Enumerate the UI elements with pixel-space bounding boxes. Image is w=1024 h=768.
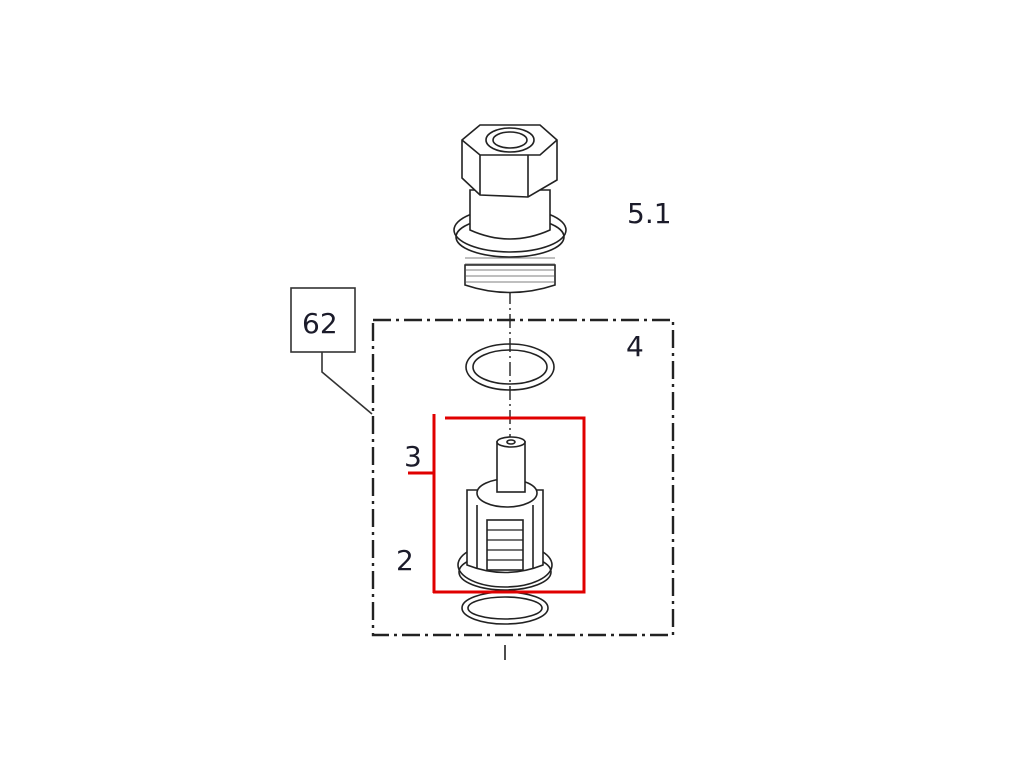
reference-box bbox=[290, 287, 356, 353]
label-assembly-group: 4 bbox=[626, 330, 644, 363]
upper-o-ring bbox=[465, 343, 555, 391]
highlight-box bbox=[408, 414, 586, 594]
label-part-2: 2 bbox=[396, 544, 414, 577]
assembly-group-boundary bbox=[371, 318, 675, 637]
reference-leader-line bbox=[321, 352, 373, 415]
valve-insert-part bbox=[457, 436, 553, 591]
lower-o-ring bbox=[461, 591, 549, 625]
label-part-3: 3 bbox=[404, 440, 422, 473]
fitting-part bbox=[453, 124, 567, 294]
label-fitting: 5.1 bbox=[627, 197, 672, 230]
label-reference: 62 bbox=[302, 307, 338, 340]
